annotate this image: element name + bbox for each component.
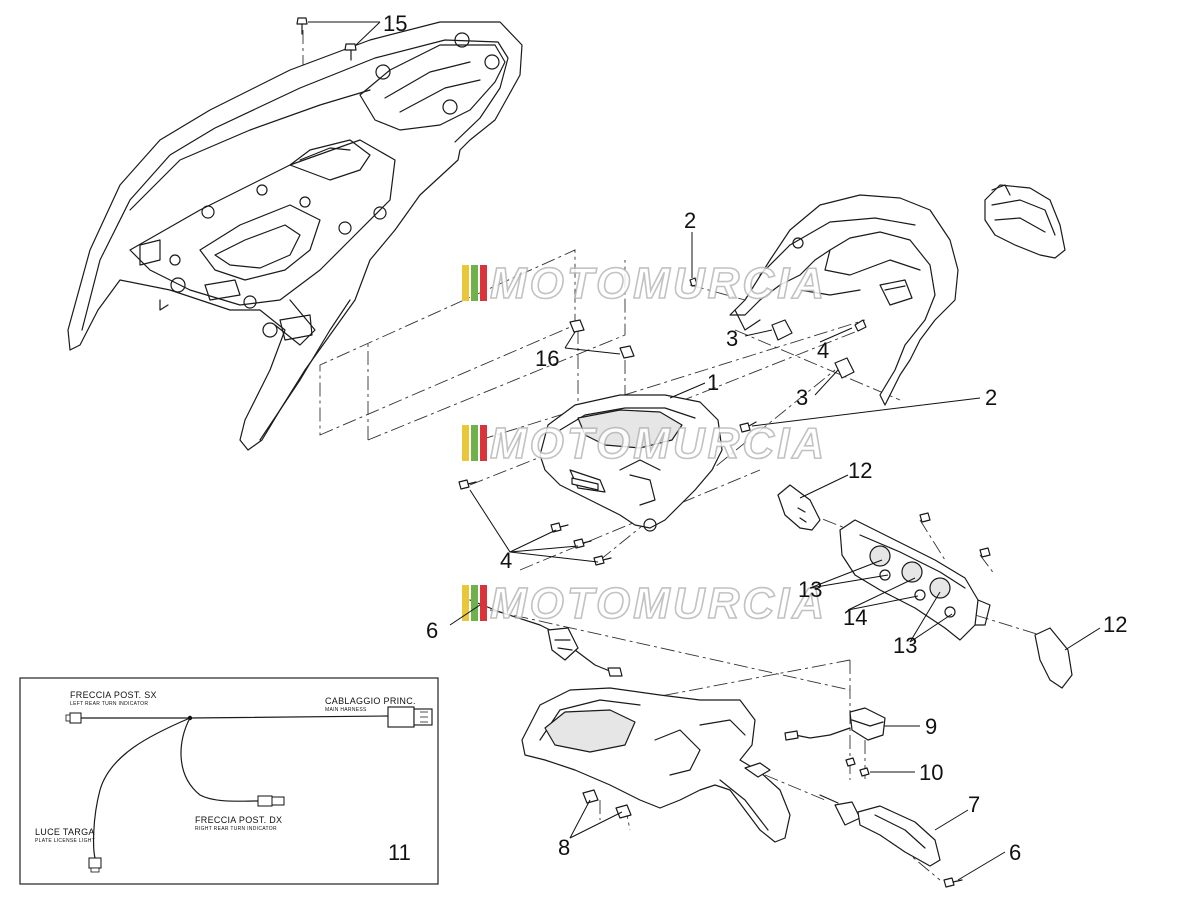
screw-15-a	[296, 17, 308, 35]
screw-plate-top	[919, 512, 991, 558]
screw-4-b	[550, 522, 569, 533]
undertray-1	[539, 394, 723, 532]
clip-16-a	[569, 319, 585, 333]
inset-frame	[19, 677, 439, 885]
rubber-grommet-3-a	[771, 319, 793, 341]
callout-11: 11	[388, 840, 411, 865]
connector-plate-light	[88, 857, 102, 873]
sublabel-plate-light: PLATE LICENSE LIGHT	[35, 838, 95, 844]
turn-indicator-7	[819, 794, 941, 867]
callout-12-right: 12	[1103, 612, 1127, 637]
label-left-indicator: FRECCIA POST. SX	[70, 690, 157, 700]
callout-6-bottom: 6	[1009, 840, 1021, 865]
screw-6-bottom	[943, 877, 963, 888]
screw-4-upper	[854, 319, 867, 332]
sublabel-main-harness: MAIN HARNESS	[325, 707, 367, 713]
tail-light	[984, 184, 1066, 259]
callout-4-bottom: 4	[500, 548, 512, 573]
svg-text:MOTOMURCIA: MOTOMURCIA	[490, 419, 827, 468]
connector-left-indicator	[65, 712, 82, 724]
label-right-indicator: FRECCIA POST. DX	[195, 815, 282, 825]
rubber-grommet-3-b	[834, 357, 855, 379]
tail-cover	[729, 194, 959, 406]
wire-harness-6	[469, 599, 623, 677]
callout-2-right: 2	[985, 385, 997, 410]
sensor-9	[784, 707, 886, 741]
callout-1: 1	[707, 370, 719, 395]
watermark-1: MOTOMURCIA	[462, 258, 827, 309]
clip-16-b	[619, 345, 635, 359]
callout-9: 9	[925, 714, 937, 739]
watermark-3: MOTOMURCIA	[462, 578, 827, 629]
callout-13-top: 13	[798, 577, 822, 602]
connector-right-indicator	[257, 795, 285, 807]
callout-2-top: 2	[684, 208, 696, 233]
screw-2-top	[689, 277, 698, 287]
plate-holder	[839, 519, 991, 641]
sublabel-left-indicator: LEFT REAR TURN INDICATOR	[70, 701, 148, 707]
sublabel-right-indicator: RIGHT REAR TURN INDICATOR	[195, 826, 277, 832]
plate-light-cover-12-b	[1034, 627, 1073, 689]
rear-fender	[521, 687, 791, 843]
callout-15: 15	[383, 11, 407, 36]
callout-3-top: 3	[726, 326, 738, 351]
callouts: 15 2 3 4 3 2 16 1 4 12 13 14 13 12 6 9 1…	[383, 11, 1127, 865]
wiring-inset: FRECCIA POST. SX LEFT REAR TURN INDICATO…	[19, 677, 439, 885]
label-main-harness: CABLAGGIO PRINC.	[325, 696, 416, 706]
screw-4-c	[573, 538, 592, 549]
svg-text:MOTOMURCIA: MOTOMURCIA	[490, 579, 827, 628]
watermark-2: MOTOMURCIA	[462, 418, 827, 469]
connector-main-harness	[387, 706, 433, 728]
callout-12-top: 12	[848, 458, 872, 483]
callout-4-top: 4	[817, 338, 829, 363]
callout-6-left: 6	[426, 618, 438, 643]
callout-13-bottom: 13	[893, 633, 917, 658]
callout-14: 14	[843, 605, 867, 630]
label-plate-light: LUCE TARGA	[35, 827, 95, 837]
wire-junction	[187, 715, 193, 721]
callout-8: 8	[558, 835, 570, 860]
leader-lines	[308, 21, 1101, 881]
screw-15-b	[344, 43, 357, 61]
svg-text:MOTOMURCIA: MOTOMURCIA	[490, 259, 827, 308]
screw-2-right	[739, 421, 757, 433]
plate-light-cover-12-a	[777, 484, 821, 531]
screw-4-a	[458, 479, 477, 490]
luggage-rack	[67, 21, 523, 451]
callout-3-mid: 3	[796, 385, 808, 410]
nuts-8	[582, 789, 632, 819]
screw-4-d	[593, 555, 612, 566]
screws-10	[845, 757, 870, 777]
callout-10: 10	[919, 760, 943, 785]
callout-7: 7	[968, 792, 980, 817]
callout-16: 16	[535, 346, 559, 371]
